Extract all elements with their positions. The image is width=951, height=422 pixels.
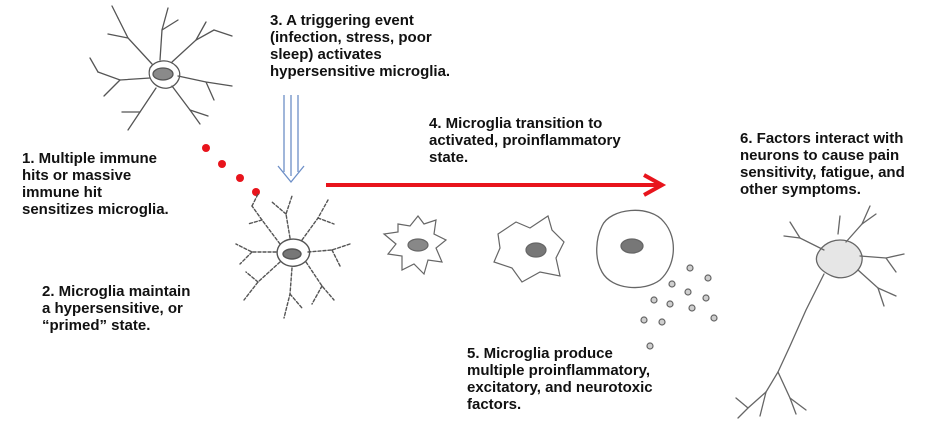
step-2-line: a hypersensitive, or <box>42 300 183 317</box>
step-4-line: activated, proinflammatory <box>429 132 621 149</box>
step-6-line: neurons to cause pain <box>740 147 900 164</box>
step-1-label: 1. Multiple immune hits or massive immun… <box>22 150 169 218</box>
step-6-line: 6. Factors interact with <box>740 130 904 147</box>
step-5-line: 5. Microglia produce <box>467 345 613 362</box>
step-2-line: “primed” state. <box>42 317 151 334</box>
activated-microglia-icon <box>382 215 448 276</box>
step-2-line: 2. Microglia maintain <box>42 283 191 300</box>
step-5-label: 5. Microglia produce multiple proinflamm… <box>467 345 653 413</box>
step-5-line: excitatory, and neurotoxic <box>467 379 653 396</box>
step-2-label: 2. Microglia maintain a hypersensitive, … <box>42 283 190 334</box>
step-1-line: 1. Multiple immune <box>22 150 158 167</box>
step-6-label: 6. Factors interact with neurons to caus… <box>740 130 905 198</box>
step-4-line: 4. Microglia transition to <box>429 115 603 132</box>
step-5-line: multiple proinflammatory, <box>467 362 651 379</box>
released-factors-icon <box>640 264 718 350</box>
step-3-line: hypersensitive microglia. <box>270 63 451 80</box>
transition-arrowhead <box>643 173 667 197</box>
step-3-line: 3. A triggering event <box>270 12 414 29</box>
step-3-label: 3. A triggering event (infection, stress… <box>270 12 450 80</box>
step-3-line: (infection, stress, poor <box>270 29 432 46</box>
step-5-line: factors. <box>467 396 522 413</box>
amoeboid-microglia-icon <box>596 209 675 289</box>
step-6-line: other symptoms. <box>740 181 861 198</box>
step-3-line: sleep) activates <box>270 46 382 63</box>
sensitization-dots <box>202 144 260 196</box>
trigger-arrows-icon <box>277 95 305 184</box>
step-1-line: immune hit <box>22 184 103 201</box>
step-4-label: 4. Microglia transition to activated, pr… <box>429 115 621 166</box>
step-1-line: hits or massive <box>22 167 132 184</box>
neuron-icon <box>735 205 905 419</box>
step-4-line: state. <box>429 149 469 166</box>
resting-microglia-icon <box>89 5 233 131</box>
activated-microglia-icon <box>493 215 565 283</box>
step-1-line: sensitizes microglia. <box>22 201 169 218</box>
primed-microglia-icon <box>235 193 351 319</box>
step-6-line: sensitivity, fatigue, and <box>740 164 905 181</box>
